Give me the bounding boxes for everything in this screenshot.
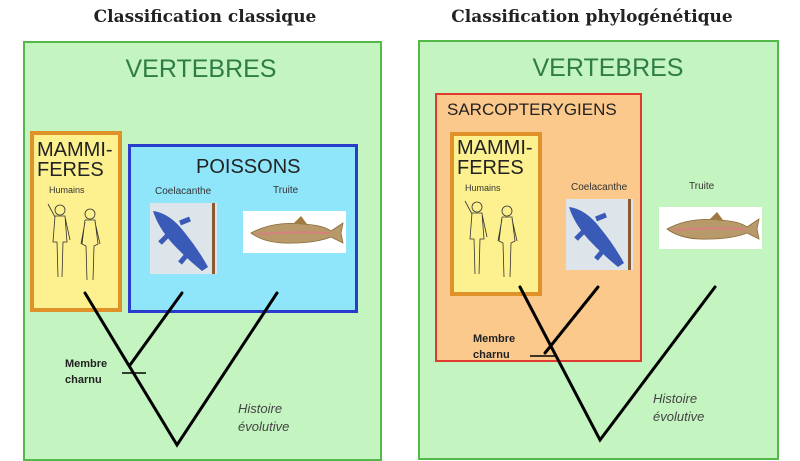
humains-label-right: Humains	[465, 183, 501, 193]
histoire-line2: évolutive	[238, 419, 290, 434]
histoire-line2: évolutive	[653, 409, 705, 424]
vertebres-label-left: VERTEBRES	[125, 55, 277, 83]
histoire-evolutive-right: Histoire évolutive	[653, 390, 704, 426]
coelacanth-image-right	[566, 199, 633, 270]
membre-line1: Membre	[473, 333, 516, 345]
histoire-evolutive-left: Histoire évolutive	[238, 400, 289, 436]
tree-left-main	[83, 291, 279, 448]
membre-line2: charnu	[65, 374, 102, 386]
histoire-line1: Histoire	[238, 401, 283, 416]
right-panel-title: Classification phylogénétique	[451, 7, 733, 27]
left-panel-title: Classification classique	[93, 7, 317, 27]
tree-right-branch	[543, 285, 600, 355]
membre-charnu-right: Membre charnu	[473, 331, 515, 363]
mammiferes-line1: MAMMI-	[457, 137, 533, 159]
histoire-line1: Histoire	[653, 391, 698, 406]
trout-image-left	[242, 210, 347, 254]
membre-line1: Membre	[65, 358, 108, 370]
coelacanth-image-left	[150, 203, 217, 274]
membre-charnu-left: Membre charnu	[65, 356, 107, 388]
humains-label-left: Humains	[49, 185, 85, 195]
tree-left-branch	[128, 291, 184, 367]
sarcopterygiens-label: SARCOPTERYGIENS	[447, 100, 617, 119]
mammiferes-line1: MAMMI-	[37, 139, 113, 161]
trout-image-right	[658, 206, 763, 250]
tree-right-main	[518, 285, 717, 443]
mammiferes-line2: FERES	[37, 159, 104, 181]
coelacanthe-label-left: Coelacanthe	[155, 186, 212, 197]
mammiferes-label-left: MAMMI-FERES	[37, 140, 113, 180]
truite-label-right: Truite	[689, 181, 715, 192]
humans-image-right	[464, 200, 518, 278]
mammiferes-box-left	[30, 131, 122, 312]
mammiferes-box-right	[450, 132, 542, 296]
coelacanthe-label-right: Coelacanthe	[571, 182, 628, 193]
poissons-label: POISSONS	[196, 156, 301, 178]
membre-line2: charnu	[473, 349, 510, 361]
truite-label-left: Truite	[273, 185, 299, 196]
humans-image-left	[47, 203, 101, 281]
vertebres-label-right: VERTEBRES	[532, 54, 684, 82]
diagram-graphics	[47, 0, 763, 448]
mammiferes-label-right: MAMMI-FERES	[457, 138, 533, 178]
mammiferes-line2: FERES	[457, 157, 524, 179]
